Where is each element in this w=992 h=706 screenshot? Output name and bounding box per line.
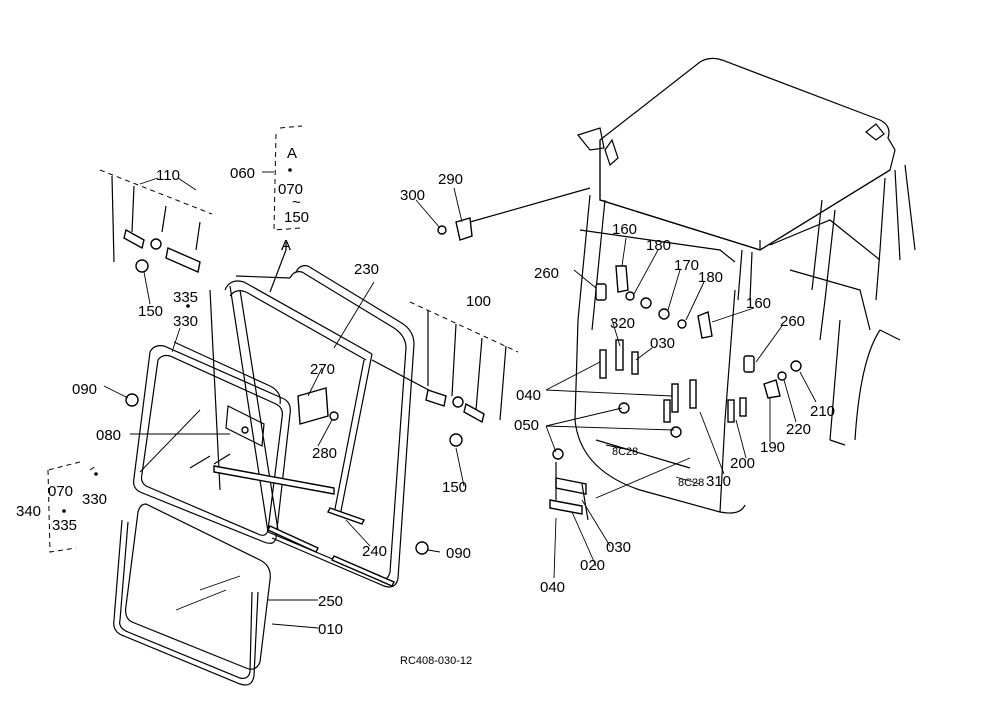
label-210: 210 — [810, 403, 835, 420]
label-160-upper: 160 — [612, 221, 637, 238]
label-030-lower: 030 — [606, 539, 631, 556]
part-040-a — [599, 349, 607, 379]
part-160-lower — [697, 311, 713, 339]
part-040-b — [631, 351, 639, 375]
cab-body: 8C28 8C28 — [574, 57, 916, 514]
label-260-right: 260 — [780, 313, 805, 330]
label-a-upper: A — [287, 145, 297, 162]
label-270: 270 — [310, 361, 335, 378]
part-170-a — [640, 297, 652, 309]
part-180-lower — [677, 319, 687, 329]
label-310: 310 — [706, 473, 731, 490]
hinge-group-100 — [125, 301, 519, 555]
label-040-upper: 040 — [516, 387, 541, 404]
weather-strips — [213, 465, 395, 587]
group-brackets — [47, 125, 303, 553]
part-260-right — [743, 355, 755, 373]
label-170: 170 — [674, 257, 699, 274]
glass-panel-010 — [113, 503, 271, 686]
part-040-d — [663, 399, 671, 423]
label-070-lower: 070 — [48, 483, 73, 500]
label-040-lower: 040 — [540, 579, 565, 596]
part-160-upper — [615, 265, 629, 293]
label-240: 240 — [362, 543, 387, 560]
part-050-b — [670, 426, 682, 438]
part-hinge-200 — [727, 399, 735, 423]
label-090-left: 090 — [72, 381, 97, 398]
label-150-hinge: 150 — [138, 303, 163, 320]
label-250: 250 — [318, 593, 343, 610]
svg-text:8C28: 8C28 — [612, 446, 638, 458]
part-040-c — [671, 383, 679, 413]
label-range-tilde: ~ — [292, 194, 301, 211]
part-020 — [549, 499, 583, 515]
hinge-group-110 — [99, 169, 213, 273]
label-070-upper: 070 — [278, 181, 303, 198]
label-050: 050 — [514, 417, 539, 434]
part-hinge-320 — [615, 339, 624, 371]
label-280: 280 — [312, 445, 337, 462]
leader-lines — [103, 171, 817, 629]
door-frame-230 — [209, 265, 415, 588]
label-335-lower: 335 — [52, 517, 77, 534]
label-110: 110 — [156, 167, 180, 184]
svg-text:8C28: 8C28 — [678, 477, 704, 489]
part-050-c — [552, 448, 564, 460]
label-090-right: 090 — [446, 545, 471, 562]
label-340: 340 — [16, 503, 41, 520]
callout-labels: 110 060 A 070 ~ 150 A 150 335 330 090 08… — [16, 145, 835, 667]
label-150-upper: 150 — [284, 209, 309, 226]
part-180-upper — [625, 291, 635, 301]
label-060: 060 — [230, 165, 255, 182]
label-300: 300 — [400, 187, 425, 204]
hinge-assembly-cab — [549, 265, 802, 521]
figure-reference: RC408-030-12 — [400, 655, 472, 667]
label-180-upper: 180 — [646, 237, 671, 254]
bracket-290-300 — [437, 187, 591, 241]
part-190 — [763, 379, 781, 399]
part-030-lower — [555, 477, 587, 495]
label-260-left: 260 — [534, 265, 559, 282]
label-330-upper: 330 — [173, 313, 198, 330]
label-190: 190 — [760, 439, 785, 456]
label-335-upper: 335 — [173, 289, 198, 306]
part-hinge-200b — [739, 397, 747, 417]
label-320: 320 — [610, 315, 635, 332]
label-330-lower: 330 — [82, 491, 107, 508]
label-a-lower: A — [281, 237, 291, 254]
part-050-a — [618, 402, 630, 414]
window-frame-080 — [133, 341, 291, 544]
part-hinge-310 — [689, 379, 697, 409]
label-150-right: 150 — [442, 479, 467, 496]
label-290: 290 — [438, 171, 463, 188]
label-020: 020 — [580, 557, 605, 574]
part-220 — [777, 371, 787, 381]
label-200: 200 — [730, 455, 755, 472]
label-180-lower: 180 — [698, 269, 723, 286]
label-220: 220 — [786, 421, 811, 438]
label-010: 010 — [318, 621, 343, 638]
label-080: 080 — [96, 427, 121, 444]
label-030-upper: 030 — [650, 335, 675, 352]
label-160-lower: 160 — [746, 295, 771, 312]
latch-270 — [297, 387, 339, 425]
label-100: 100 — [466, 293, 491, 310]
part-170-b — [658, 308, 670, 320]
label-230: 230 — [354, 261, 379, 278]
part-210 — [790, 360, 802, 372]
part-260-left — [595, 283, 607, 301]
